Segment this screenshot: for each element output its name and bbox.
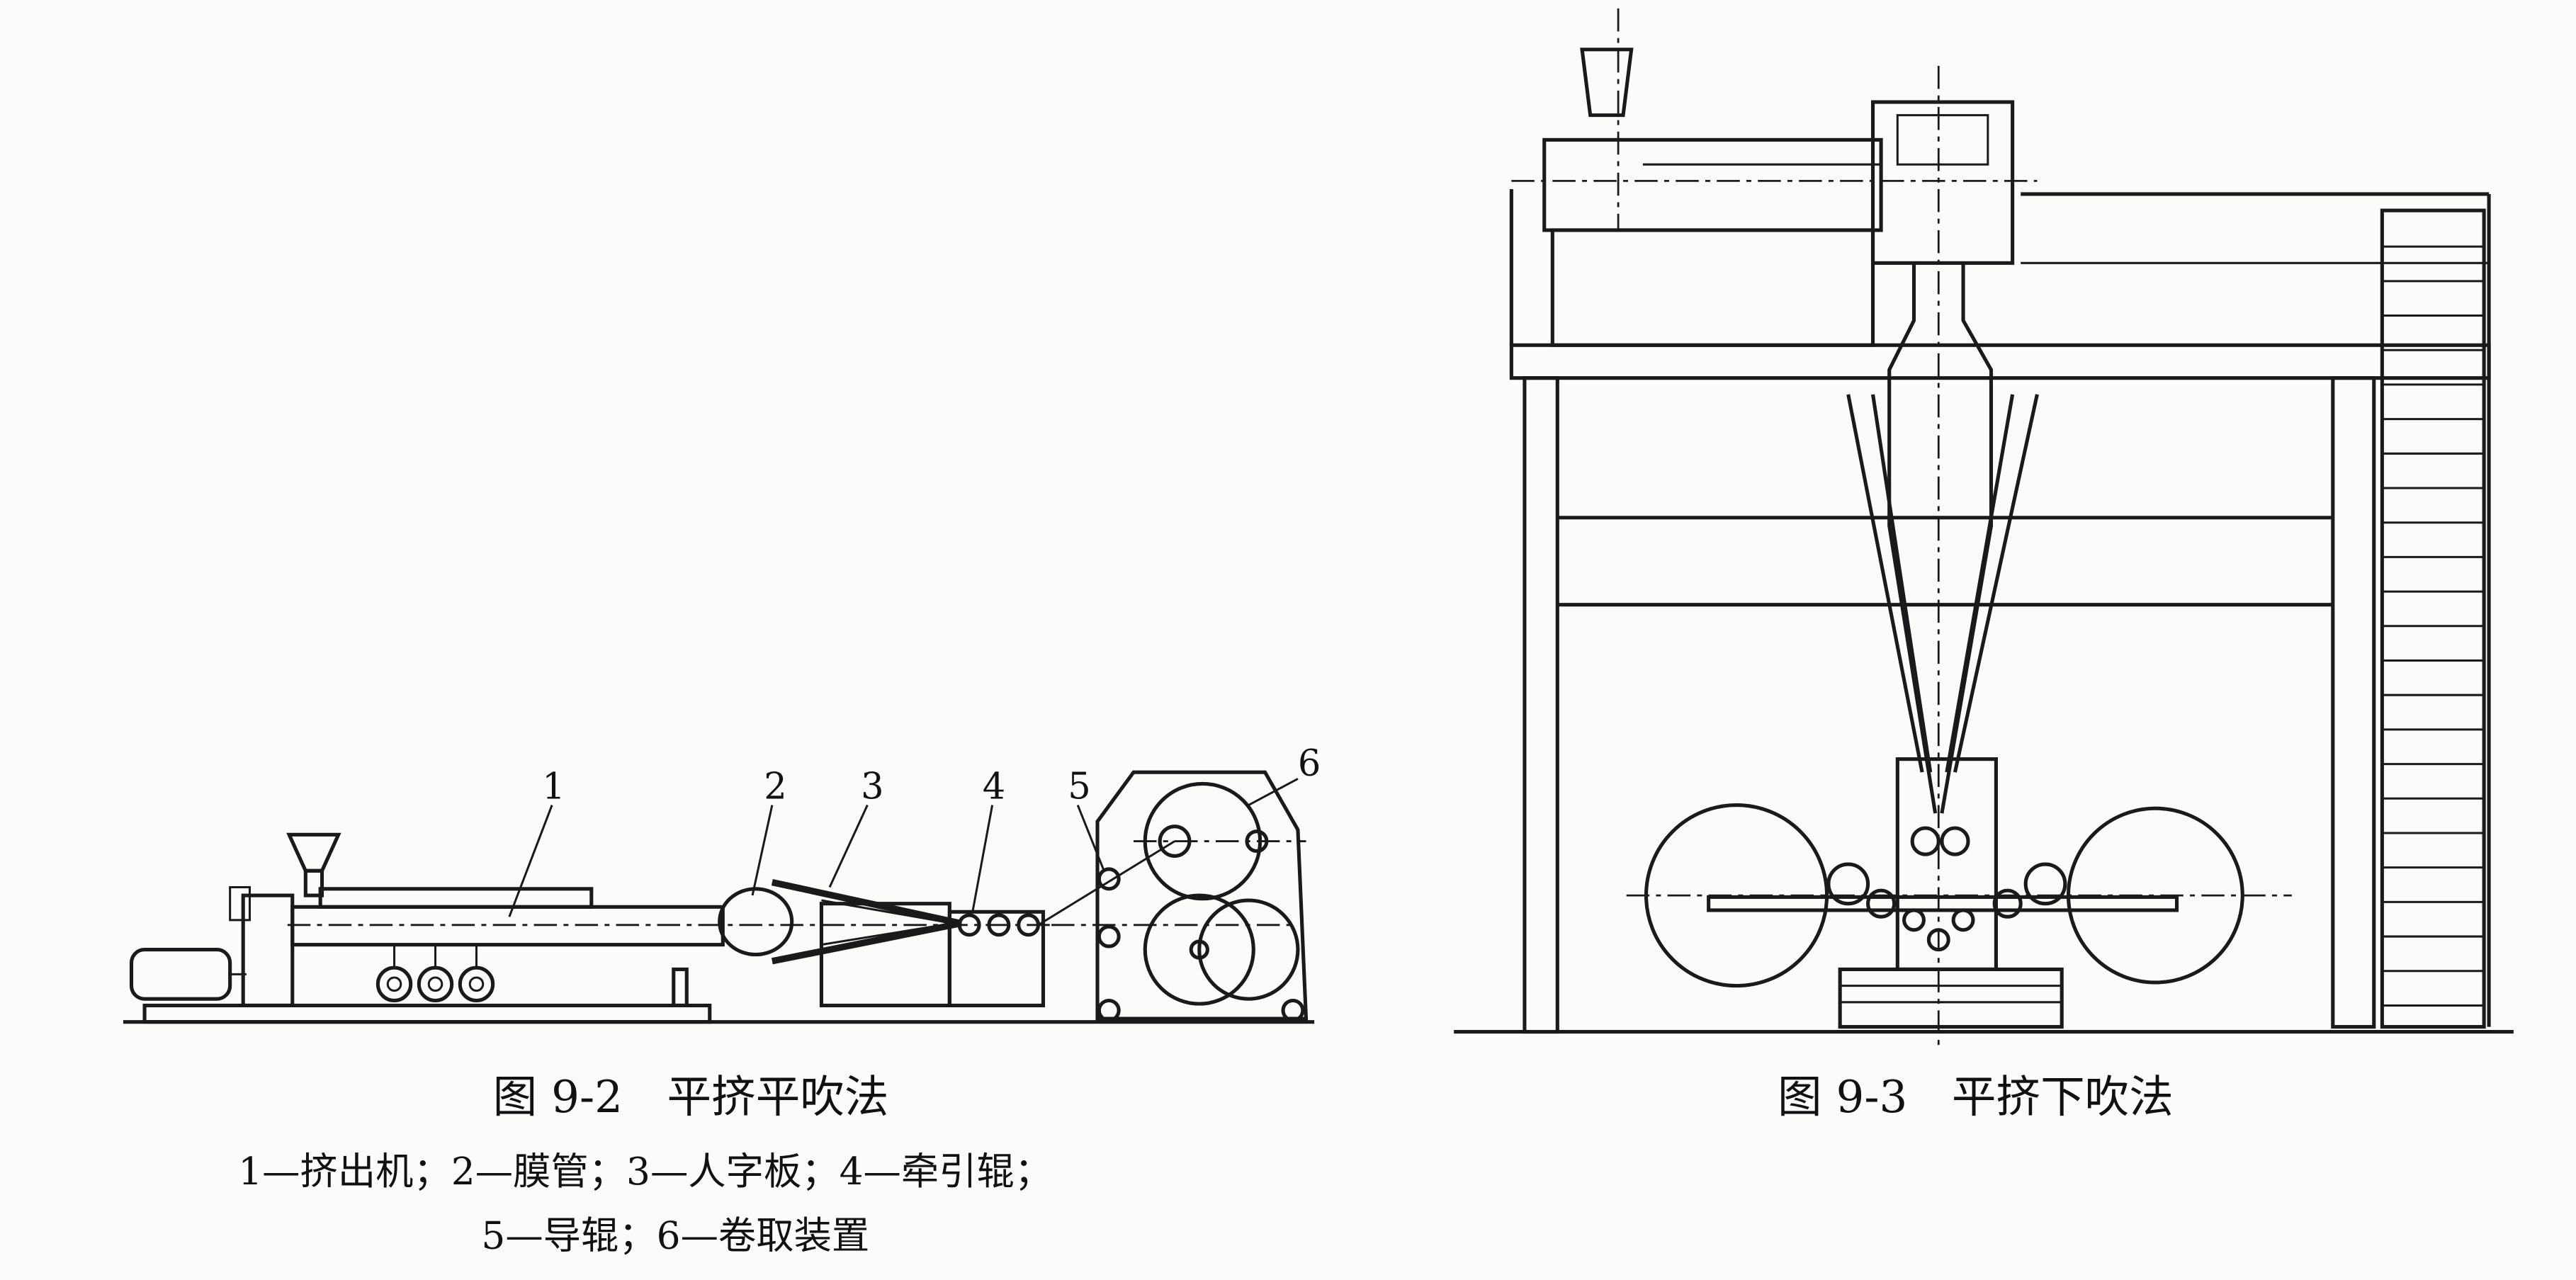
die-head xyxy=(1870,100,2015,265)
label-3: 3 xyxy=(861,766,883,808)
support-rollers xyxy=(375,944,495,1003)
left-column xyxy=(1523,376,1559,1034)
caption-figure-9-3: 图 9-3 平挤下吹法 xyxy=(1778,1071,2174,1123)
winding-unit xyxy=(1037,770,1309,1022)
winding-rolls xyxy=(1626,803,2292,988)
right-frame xyxy=(2331,208,2486,1029)
label-2: 2 xyxy=(764,766,786,808)
caption-figure-9-2: 图 9-2 平挤平吹法 xyxy=(493,1071,889,1123)
figure-9-2-horizontal-blowing-diagram: 1 2 3 4 5 6 图 9-2 平挤平吹法 1—挤出机；2—膜管；3—人字板… xyxy=(123,743,1321,1258)
hopper xyxy=(1580,47,1634,118)
legend-line-1: 1—挤出机；2—膜管；3—人字板；4—牵引辊； xyxy=(238,1149,1052,1194)
base-block xyxy=(1838,967,2064,1029)
collapsing-boards xyxy=(771,879,962,965)
label-6: 6 xyxy=(1298,743,1321,785)
label-5: 5 xyxy=(1068,766,1090,808)
extruder-gearbox xyxy=(241,893,295,1008)
motor xyxy=(129,948,232,1001)
legend-line-2: 5—导辊；6—卷取装置 xyxy=(481,1213,869,1258)
film-bubble xyxy=(718,887,794,957)
barrel-cover xyxy=(318,887,594,909)
figure-9-3-downward-blowing-diagram: 图 9-3 平挤下吹法 xyxy=(1454,8,2514,1123)
base-plate xyxy=(142,1003,712,1024)
hopper xyxy=(286,832,341,897)
part-labels: 1 2 3 4 5 6 xyxy=(508,743,1321,917)
label-4: 4 xyxy=(983,766,1005,808)
label-1: 1 xyxy=(542,766,565,808)
platform xyxy=(1509,343,2491,380)
extruder-top xyxy=(1511,8,2038,232)
collapsing-boards xyxy=(1846,394,2039,773)
